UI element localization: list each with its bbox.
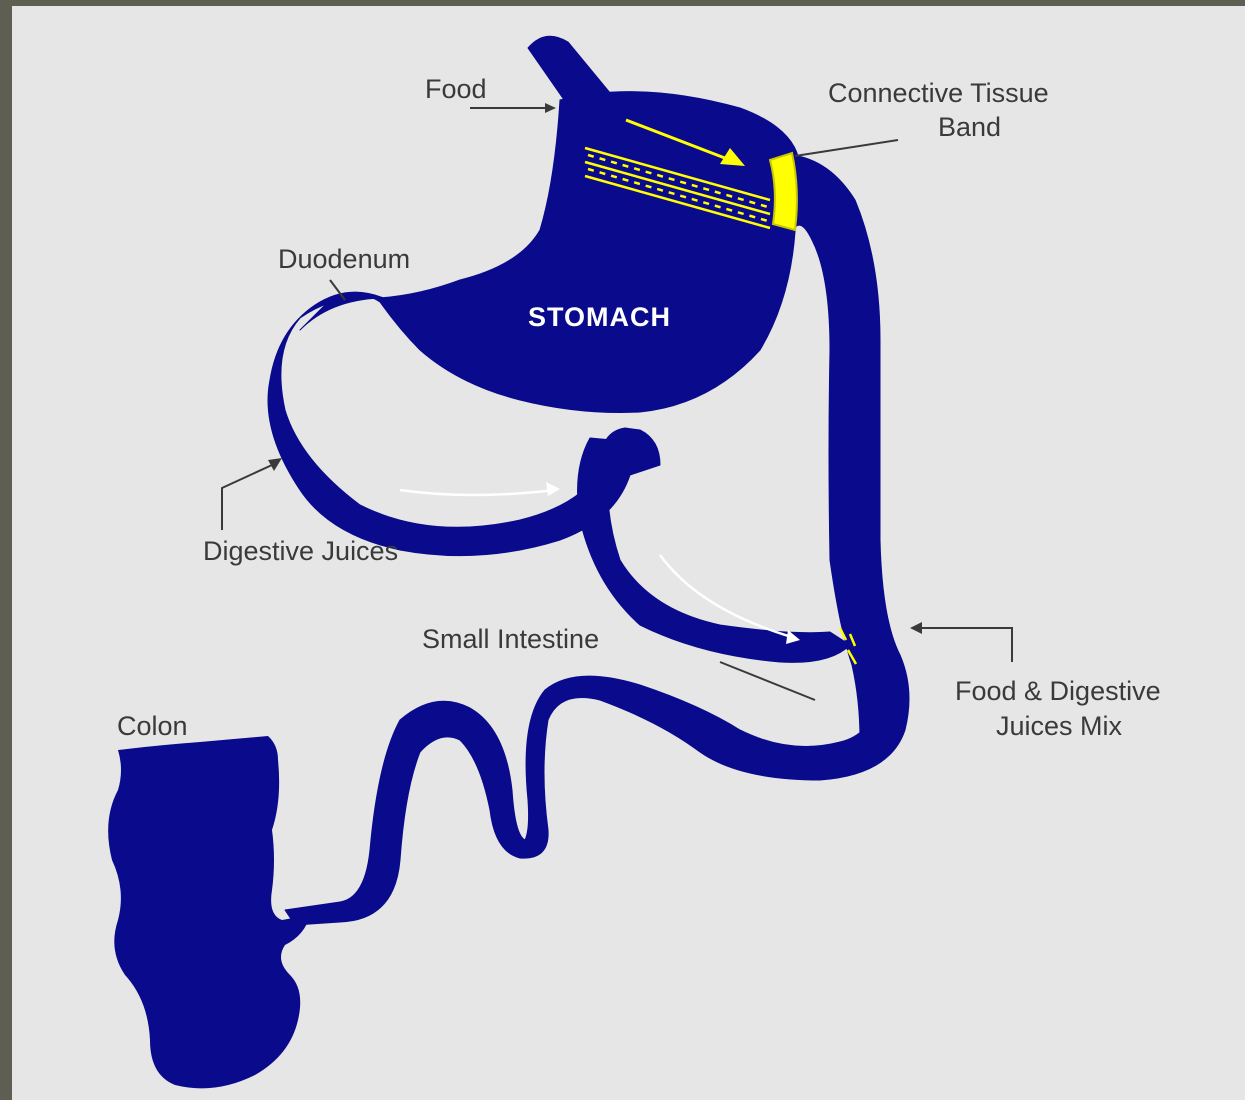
- connective-tissue-band-label-line2: Band: [938, 112, 1001, 142]
- food-digestive-juices-label-line2: Juices Mix: [996, 711, 1123, 741]
- digestive-juices-label: Digestive Juices: [203, 536, 398, 566]
- stomach-label: STOMACH: [528, 302, 671, 332]
- small-intestine-label: Small Intestine: [422, 624, 599, 654]
- connective-tissue-band-label-line1: Connective Tissue: [828, 78, 1049, 108]
- food-digestive-juices-label-line1: Food & Digestive: [955, 676, 1161, 706]
- connective-tissue-band: [770, 153, 797, 230]
- colon-label: Colon: [117, 711, 188, 741]
- duodenum-label: Duodenum: [278, 244, 410, 274]
- food-label: Food: [425, 74, 487, 104]
